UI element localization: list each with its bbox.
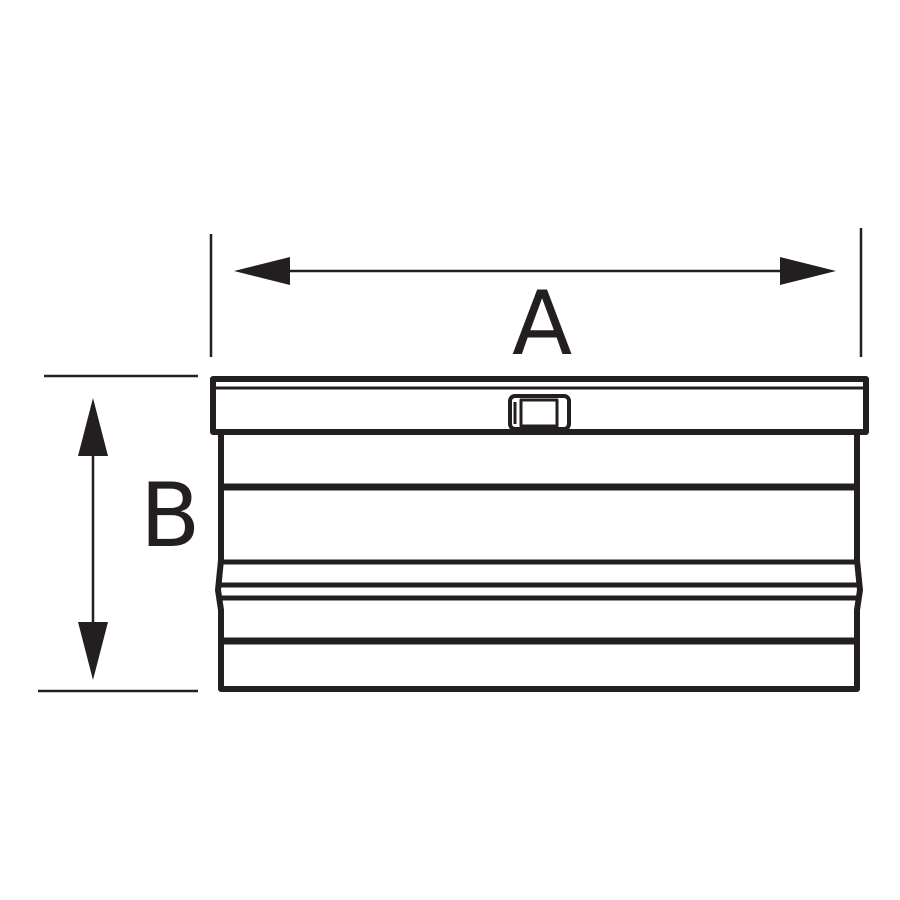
dimension-label-b: B (140, 464, 201, 567)
arrow-right-icon (780, 257, 836, 285)
arrow-up-icon (78, 398, 108, 456)
lid (210, 376, 869, 435)
arrow-left-icon (234, 257, 290, 285)
dimension-label-a: A (512, 272, 573, 375)
arrow-down-icon (78, 622, 108, 680)
body (215, 433, 863, 692)
latch (508, 394, 571, 432)
